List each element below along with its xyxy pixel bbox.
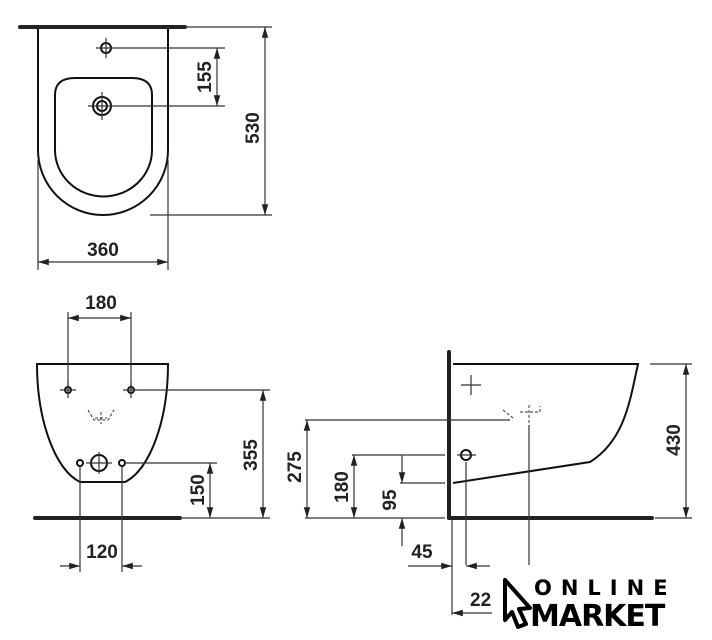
dim-label-120: 120 bbox=[86, 542, 118, 563]
front-view: 180 355 150 120 bbox=[33, 293, 270, 572]
front-outline bbox=[35, 363, 170, 483]
top-view: 155 530 360 bbox=[18, 25, 272, 270]
dim-label-45: 45 bbox=[411, 542, 433, 563]
dim-label-180: 180 bbox=[85, 293, 117, 314]
overflow-dashed bbox=[502, 405, 541, 430]
bidet-outline bbox=[37, 29, 169, 216]
drain-icon bbox=[76, 452, 126, 474]
waste-icon bbox=[457, 449, 476, 461]
dim-label-180-side: 180 bbox=[332, 471, 353, 503]
cursor-icon bbox=[503, 578, 532, 629]
dim-label-360: 360 bbox=[87, 240, 119, 261]
overflow-dashed bbox=[87, 409, 115, 424]
tap-hole-icon bbox=[96, 38, 116, 58]
dim-label-22: 22 bbox=[470, 590, 491, 611]
drain-icon bbox=[88, 92, 116, 120]
dim-label-150: 150 bbox=[188, 474, 209, 506]
side-view: 430 275 180 95 45 22 bbox=[285, 350, 692, 617]
fixing-hole-icon bbox=[60, 382, 139, 398]
online-market-logo: ONLINE MARKET bbox=[492, 568, 677, 640]
bowl-outline bbox=[54, 77, 153, 198]
dim-label-275: 275 bbox=[285, 451, 306, 483]
dim-label-95: 95 bbox=[380, 489, 401, 511]
dim-label-355: 355 bbox=[241, 439, 262, 471]
logo-text-online: ONLINE bbox=[534, 576, 677, 600]
dim-label-430: 430 bbox=[664, 424, 685, 456]
logo-text-market: MARKET bbox=[530, 599, 666, 634]
side-outline bbox=[452, 363, 640, 484]
fixing-cross-icon bbox=[461, 375, 481, 395]
dim-label-155: 155 bbox=[195, 61, 216, 93]
dim-label-530: 530 bbox=[243, 112, 264, 144]
